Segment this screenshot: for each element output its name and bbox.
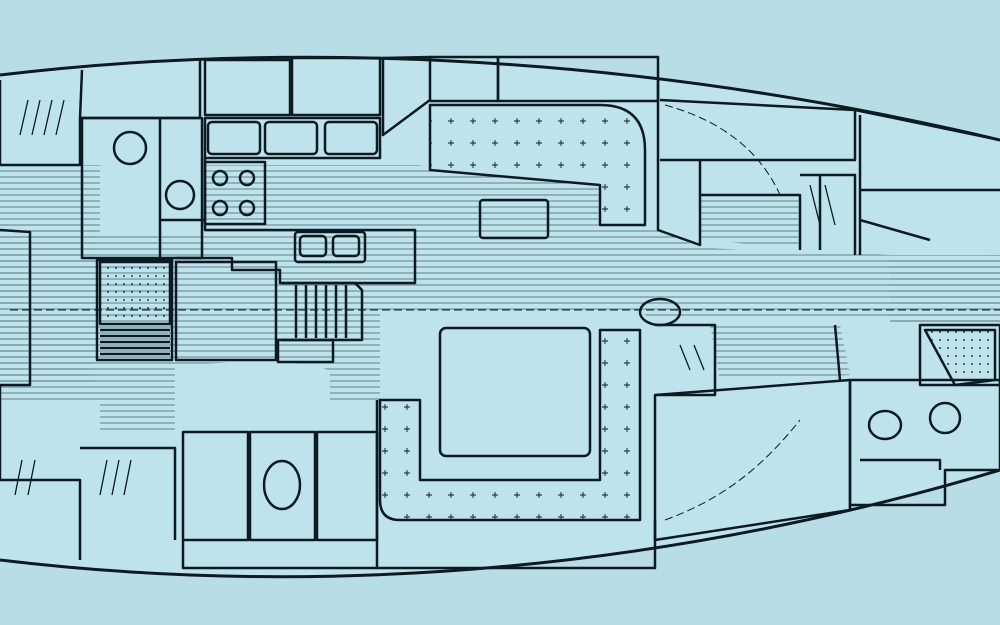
saloon-table (438, 326, 592, 458)
aft-hatching-starboard (19, 99, 65, 136)
forward-head-toilet (867, 409, 903, 441)
aft-starboard-lockers (0, 69, 84, 167)
companionway-steps (282, 281, 364, 342)
port-bottom-lockers (181, 400, 657, 570)
galley-locker-1 (203, 58, 292, 117)
aft-hatching-port (14, 459, 132, 496)
forward-port-wall (833, 324, 852, 510)
forward-head-basin (928, 401, 962, 435)
engine-box (174, 260, 278, 362)
forward-sole-starboard (700, 195, 800, 248)
fwd-hatching (679, 184, 836, 371)
aft-head-toilet (112, 130, 148, 166)
forward-cabin-starboard-bulkhead (656, 80, 802, 250)
cabin-sole (0, 165, 1000, 432)
galley-stove (203, 160, 267, 226)
port-head (248, 430, 317, 542)
saloon-small-table (478, 198, 550, 240)
bunk-outline-starboard (664, 104, 781, 196)
top-locker-5 (430, 55, 500, 103)
companionway-box (276, 338, 335, 364)
aft-head-wall (158, 118, 205, 258)
bunk-outline-port (664, 419, 801, 521)
aft-quarter-berth (0, 228, 32, 387)
forward-cabin-port-bulkhead (655, 323, 717, 397)
aft-head-compartment (80, 116, 204, 260)
galley-drawer-2 (263, 120, 319, 156)
forward-starboard-locker (800, 173, 857, 255)
aft-port-lockers (0, 446, 177, 560)
v-berth (854, 108, 1000, 255)
port-locker-1 (181, 430, 250, 542)
aft-sole (0, 225, 95, 385)
saloon-settee-port (378, 328, 642, 522)
aft-head-basin (164, 179, 196, 211)
galley-drawer-3 (323, 120, 379, 156)
galley-locker-2 (290, 56, 382, 117)
forward-sole-bow (890, 255, 1000, 325)
forward-sole-port (710, 325, 850, 380)
galley-counter (203, 116, 382, 160)
port-head-toilet (262, 459, 302, 511)
hull-outline (0, 55, 1000, 579)
saloon-settee-starboard (428, 103, 647, 227)
galley-sink (293, 230, 367, 264)
galley-drawer-1 (206, 120, 262, 156)
